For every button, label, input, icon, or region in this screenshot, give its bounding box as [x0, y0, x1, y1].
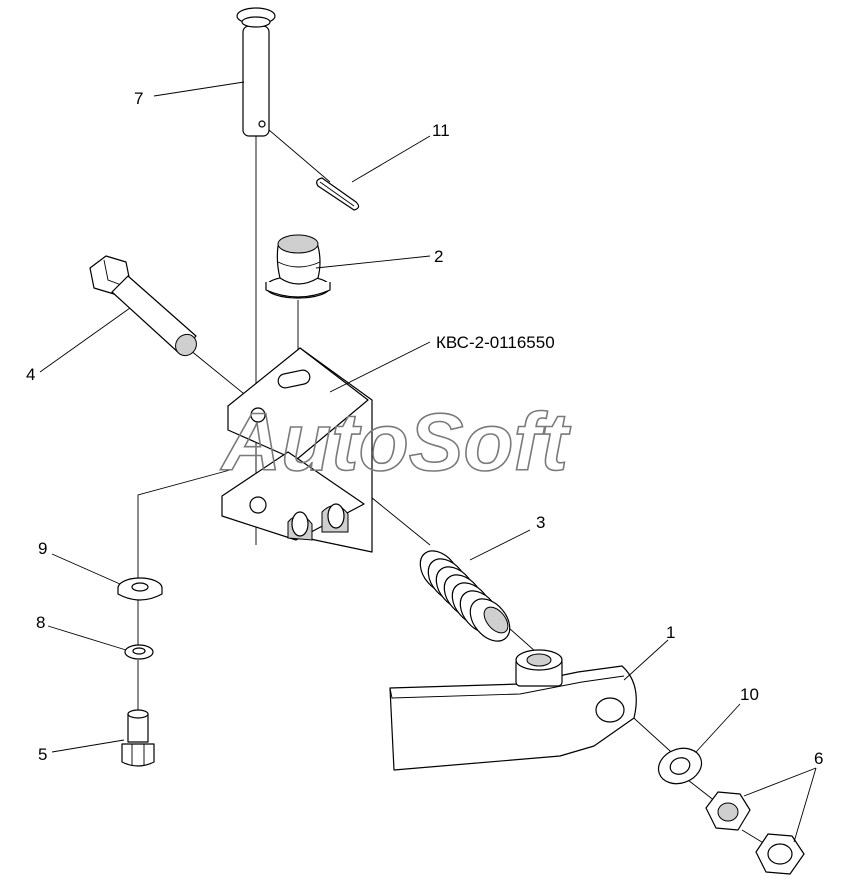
bolt-part-4 [89, 255, 197, 357]
label-part-10: 10 [740, 685, 759, 704]
screw-part-5 [121, 709, 155, 767]
cotter-pin-part-11 [316, 177, 360, 211]
label-assembly: КВС-2-0116550 [436, 333, 555, 352]
bracket-assembly [221, 347, 373, 553]
label-part-9: 9 [38, 539, 47, 558]
pin-part-7 [236, 7, 276, 137]
label-part-3: 3 [536, 513, 545, 532]
nuts-part-6 [705, 791, 805, 875]
label-part-8: 8 [36, 613, 45, 632]
part-labels: 7 11 2 КВС-2-0116550 4 3 9 8 1 10 5 6 [26, 89, 823, 768]
label-part-4: 4 [26, 365, 35, 384]
leader-lines [39, 81, 817, 843]
spring-washer-part-8 [124, 644, 154, 660]
bumper-part-2 [265, 234, 331, 299]
label-part-2: 2 [434, 247, 443, 266]
spring-part-3 [419, 550, 511, 642]
washer-part-10 [657, 747, 703, 785]
label-part-5: 5 [38, 745, 47, 764]
label-part-1: 1 [666, 623, 675, 642]
label-part-6: 6 [814, 749, 823, 768]
washer-part-9 [117, 577, 163, 601]
label-part-11: 11 [432, 121, 450, 140]
label-part-7: 7 [134, 89, 143, 108]
watermark-text: AutoSoft [220, 397, 572, 488]
lever-part-1 [389, 649, 637, 771]
